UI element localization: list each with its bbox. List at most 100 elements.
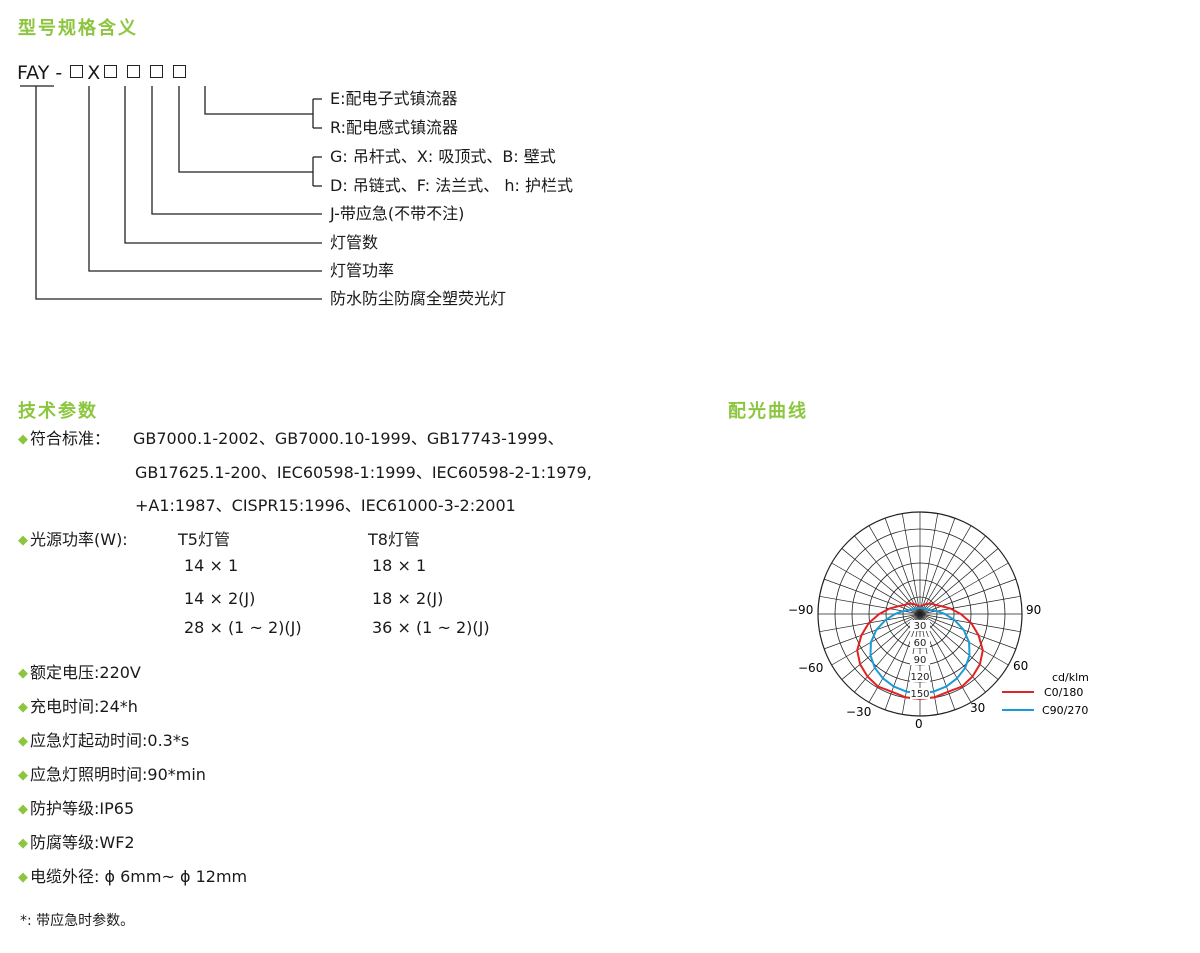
bullet-diamond-icon: ◆ xyxy=(18,836,28,851)
standards-line-1: GB7000.1-2002、GB7000.10-1999、GB17743-199… xyxy=(133,429,564,448)
branch-label-ballast-e: E:配电子式镇流器 xyxy=(330,89,458,108)
branch-label-mount-d: D: 吊链式、F: 法兰式、 h: 护栏式 xyxy=(330,176,573,195)
power-row: ◆光源功率(W): xyxy=(18,529,128,553)
legend-unit-label: cd/klm xyxy=(1052,671,1089,684)
grid-spoke xyxy=(919,613,1016,650)
angle-label-left-60: −60 xyxy=(798,661,823,675)
t8-value-1: 18 × 1 xyxy=(372,556,427,575)
power-label: 光源功率(W): xyxy=(30,530,128,549)
t8-value-3: 36 × (1 ~ 2)(J) xyxy=(372,618,490,637)
grid-spoke xyxy=(919,535,986,615)
spec-item-text: 充电时间:24*h xyxy=(30,697,138,716)
spec-item-text: 额定电压:220V xyxy=(30,663,141,682)
grid-spoke xyxy=(884,518,921,615)
bullet-diamond-icon: ◆ xyxy=(18,666,28,681)
spec-item-light-time: ◆应急灯照明时间:90*min xyxy=(18,764,206,788)
polar-grid xyxy=(817,511,1023,717)
spec-item-cable: ◆电缆外径: ϕ 6mm~ ϕ 12mm xyxy=(18,866,247,890)
grid-spoke xyxy=(824,613,921,650)
bullet-diamond-icon: ◆ xyxy=(18,802,28,817)
radial-tick-bg xyxy=(910,671,930,682)
standards-label: 符合标准 xyxy=(30,429,95,448)
grid-spoke xyxy=(919,613,999,680)
angle-label-left-30: −30 xyxy=(846,705,871,719)
t8-value-2: 18 × 2(J) xyxy=(372,589,444,608)
bullet-diamond-icon: ◆ xyxy=(18,870,28,885)
model-code: FAY - X xyxy=(17,61,188,84)
radial-tick-labels: 30 60 90 120 150 xyxy=(910,620,930,700)
t5-header: T5灯管 xyxy=(178,530,230,549)
grid-spoke xyxy=(919,613,1009,666)
grid-spoke xyxy=(919,518,956,615)
polar-light-curve-chart: −90 90 −60 60 −30 30 0 cd/klm C0/180 C90… xyxy=(788,511,1089,731)
angle-label-bottom-0: 0 xyxy=(915,717,923,731)
radial-tick-bg xyxy=(910,654,930,665)
branch-label-product: 防水防尘防腐全塑荧光灯 xyxy=(330,289,507,308)
standards-line-2: GB17625.1-200、IEC60598-1:1999、IEC60598-2… xyxy=(135,463,592,482)
angle-label-left-90: −90 xyxy=(788,603,813,617)
grid-spoke xyxy=(854,613,921,693)
model-prefix: FAY - xyxy=(17,61,63,84)
bullet-diamond-icon: ◆ xyxy=(18,700,28,715)
series-curve-1 xyxy=(869,606,971,695)
grid-spoke xyxy=(854,535,921,615)
standards-colon: ： xyxy=(94,429,111,448)
radial-tick-label: 90 xyxy=(914,655,927,666)
branch-label-tube-count: 灯管数 xyxy=(330,233,379,252)
code-box-mount xyxy=(150,65,164,78)
branch-label-ballast-r: R:配电感式镇流器 xyxy=(330,118,459,137)
branch-line-prefix xyxy=(35,86,322,300)
model-x-char: X xyxy=(87,61,101,84)
radial-tick-bg xyxy=(910,620,930,631)
grid-spoke xyxy=(919,525,972,615)
radial-tick-label: 120 xyxy=(910,672,929,683)
grid-spoke xyxy=(868,525,921,615)
tech-params-heading: 技术参数 xyxy=(18,401,98,422)
spec-item-text: 防腐等级:WF2 xyxy=(30,833,135,852)
bullet-diamond-icon: ◆ xyxy=(18,533,28,548)
code-box-power xyxy=(70,65,84,78)
series-curves xyxy=(856,602,984,700)
branch-line-mount xyxy=(178,86,313,173)
model-tree-lines xyxy=(20,85,322,300)
legend: cd/klm C0/180 C90/270 xyxy=(1002,671,1089,717)
branch-label-mount-g: G: 吊杆式、X: 吸顶式、B: 壁式 xyxy=(330,147,556,166)
grid-spoke xyxy=(841,613,921,680)
radial-tick-label: 30 xyxy=(914,621,927,632)
branch-label-emergency: J-带应急(不带不注) xyxy=(330,204,465,223)
branch-line-power xyxy=(88,86,322,272)
light-curve-heading: 配光曲线 xyxy=(728,401,808,422)
bullet-diamond-icon: ◆ xyxy=(18,734,28,749)
radial-tick-label: 150 xyxy=(910,689,929,700)
code-box-ballast xyxy=(173,65,187,78)
angle-label-right-90: 90 xyxy=(1026,603,1041,617)
code-box-count xyxy=(104,65,118,78)
legend-label-c90: C90/270 xyxy=(1042,704,1088,717)
standards-row: ◆符合标准： xyxy=(18,428,110,452)
t5-value-3: 28 × (1 ~ 2)(J) xyxy=(184,618,302,637)
radial-tick-label: 60 xyxy=(914,638,927,649)
legend-label-c0: C0/180 xyxy=(1044,686,1083,699)
spec-item-start-time: ◆应急灯起动时间:0.3*s xyxy=(18,730,189,754)
spec-item-text: 防护等级:IP65 xyxy=(30,799,135,818)
branch-line-count xyxy=(124,86,322,244)
series-curve-0 xyxy=(856,602,984,700)
code-box-emergency xyxy=(127,65,141,78)
spec-item-corrosion: ◆防腐等级:WF2 xyxy=(18,832,135,856)
model-spec-heading: 型号规格含义 xyxy=(18,18,138,39)
t5-value-2: 14 × 2(J) xyxy=(184,589,256,608)
grid-spoke xyxy=(824,578,921,615)
bullet-diamond-icon: ◆ xyxy=(18,432,28,447)
radial-tick-bg xyxy=(910,637,930,648)
grid-spoke xyxy=(901,513,921,615)
spec-item-protection: ◆防护等级:IP65 xyxy=(18,798,134,822)
spec-item-text: 电缆外径: ϕ 6mm~ ϕ 12mm xyxy=(30,867,248,886)
branch-line-emergency xyxy=(151,86,322,215)
t5-value-1: 14 × 1 xyxy=(184,556,239,575)
spec-item-text: 应急灯照明时间:90*min xyxy=(30,765,206,784)
grid-spoke xyxy=(919,578,1016,615)
footnote: *: 带应急时参数。 xyxy=(20,913,135,929)
branch-label-tube-power: 灯管功率 xyxy=(330,261,395,280)
grid-spoke xyxy=(831,613,921,666)
t8-header: T8灯管 xyxy=(368,530,420,549)
